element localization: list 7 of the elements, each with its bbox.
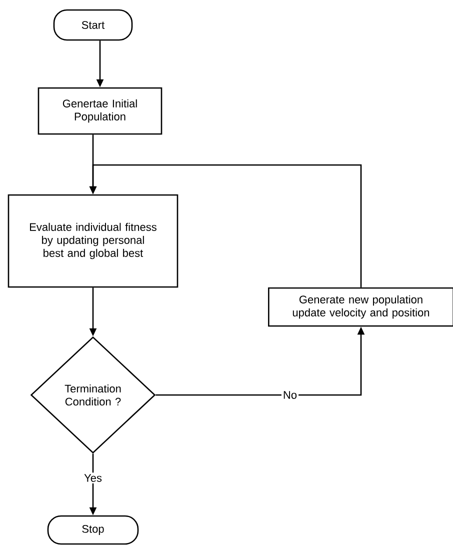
terminal-box: Start [53,9,133,41]
process-box: Generate new population update velocity and position [268,287,453,327]
edge-label: No [281,390,299,400]
edge-label: Yes [82,472,104,484]
terminal-box: Stop [47,515,139,545]
process-box: Evaluate individual fitness by updating personal best and global best [8,194,178,288]
process-box: Genertae Initial Population [38,87,162,135]
